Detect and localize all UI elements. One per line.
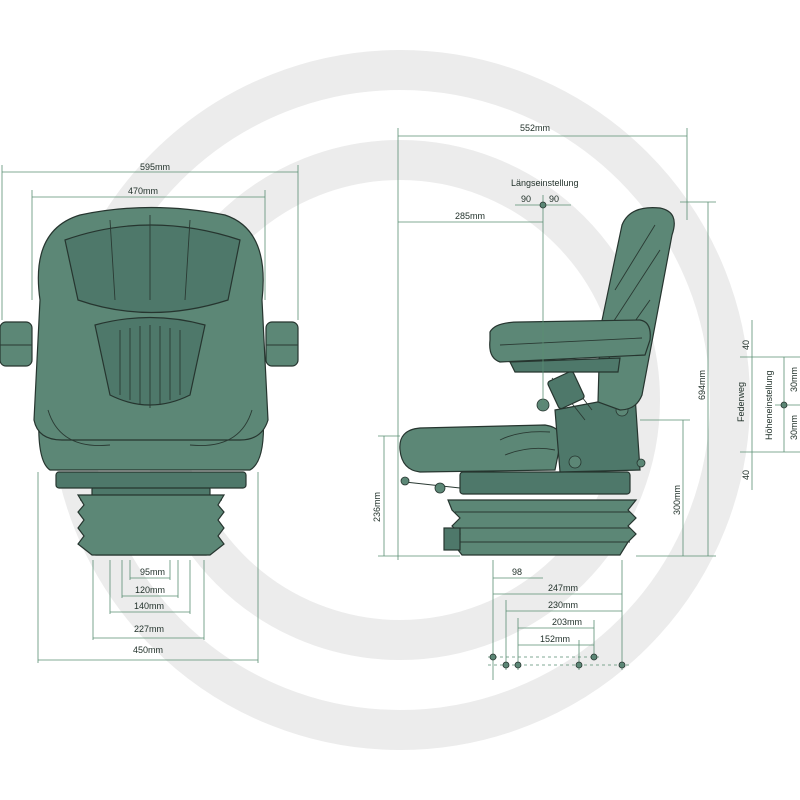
dim-152-label: 152mm xyxy=(540,634,570,644)
dim-40-bottom-label: 40 xyxy=(741,470,751,480)
dim-30-bottom-label: 30mm xyxy=(789,415,799,440)
side-view-seat xyxy=(399,207,675,556)
dim-552-label: 552mm xyxy=(520,123,550,133)
front-dimension-lines xyxy=(1,165,299,663)
dim-247-label: 247mm xyxy=(548,583,578,593)
dim-470-label: 470mm xyxy=(128,186,158,196)
dim-203-label: 203mm xyxy=(552,617,582,627)
dim-120-label: 120mm xyxy=(135,585,165,595)
front-view-seat xyxy=(0,206,299,556)
dim-40-top-label: 40 xyxy=(741,340,751,350)
laengs-left-label: 90 xyxy=(521,194,531,204)
hoeheneinstellung-label: Höheneinstellung xyxy=(764,370,774,440)
dim-285-label: 285mm xyxy=(455,211,485,221)
dim-98-label: 98 xyxy=(512,567,522,577)
dim-95-label: 95mm xyxy=(140,567,165,577)
dim-227-label: 227mm xyxy=(134,624,164,634)
dim-30-top-label: 30mm xyxy=(789,367,799,392)
front-labels: 595mm 470mm 95mm 120mm 140mm 227mm 450mm xyxy=(128,162,170,655)
dim-595-label: 595mm xyxy=(140,162,170,172)
dim-450-label: 450mm xyxy=(133,645,163,655)
dim-236-label: 236mm xyxy=(372,492,382,522)
side-labels: 552mm Längseinstellung 90 90 285mm 98 24… xyxy=(372,123,799,644)
laengs-right-label: 90 xyxy=(549,194,559,204)
dim-694-label: 694mm xyxy=(697,370,707,400)
dim-230-label: 230mm xyxy=(548,600,578,610)
federweg-label: Federweg xyxy=(736,382,746,422)
laengseinstellung-label: Längseinstellung xyxy=(511,178,579,188)
side-dimension-lines xyxy=(378,128,800,680)
dim-140-label: 140mm xyxy=(134,601,164,611)
dim-300-label: 300mm xyxy=(672,485,682,515)
